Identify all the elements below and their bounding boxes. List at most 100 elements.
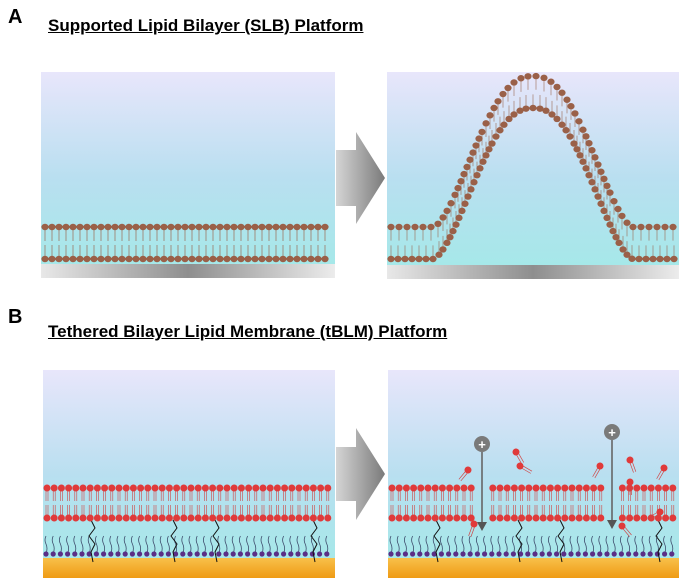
lipid-headgroup <box>504 84 512 92</box>
lipid-headgroup <box>606 221 614 228</box>
lipid-headgroup <box>642 255 650 263</box>
lipid-headgroup <box>387 223 395 231</box>
lipid-headgroup <box>653 223 661 231</box>
lipid-headgroup <box>209 223 217 231</box>
lipid-headgroup <box>180 484 188 492</box>
lipid-headgroup <box>209 514 217 522</box>
lipid-headgroup <box>446 514 454 522</box>
tether-anchor <box>79 551 85 557</box>
tether-anchor <box>590 551 596 557</box>
lipid-headgroup <box>457 178 465 185</box>
lipid-headgroup <box>503 484 511 492</box>
lipid-headgroup <box>640 484 648 492</box>
tether-anchor <box>647 551 653 557</box>
lipid-headgroup <box>165 484 173 492</box>
lipid-headgroup <box>401 255 409 263</box>
lipid-headgroup <box>585 171 593 179</box>
free-lipid <box>626 456 637 473</box>
lipid-headgroup <box>118 223 126 231</box>
flat-lipid-bilayer <box>41 223 329 263</box>
lipid-headgroup <box>662 514 670 522</box>
tether-anchor <box>281 551 287 557</box>
liquid-region <box>43 370 335 560</box>
tether-anchor <box>252 551 258 557</box>
lipid-headgroup <box>455 214 463 222</box>
lipid-headgroup <box>447 200 455 207</box>
lipid-headgroup <box>132 255 140 263</box>
tether-anchor <box>201 551 207 557</box>
lipid-headgroup <box>489 484 497 492</box>
lipid-headgroup <box>594 193 602 200</box>
lipid-headgroup <box>669 223 677 231</box>
lipid-headgroup <box>314 223 322 231</box>
tether-anchor <box>510 551 516 557</box>
lipid-headgroup <box>300 255 308 263</box>
lipid-headgroup <box>532 72 540 80</box>
lipid-headgroup <box>443 207 451 215</box>
lipid-headgroup <box>494 98 502 105</box>
lipid-headgroup <box>629 223 637 231</box>
lipid-headgroup <box>181 223 189 231</box>
lipid-headgroup <box>606 189 614 196</box>
lipid-headgroup <box>153 223 161 231</box>
tether-anchor <box>72 551 78 557</box>
liquid-region <box>388 370 679 560</box>
lipid-headgroup <box>635 255 643 263</box>
lipid-headgroup <box>612 233 620 241</box>
lipid-headgroup <box>485 146 493 153</box>
lipid-headgroup <box>460 170 468 178</box>
lipid-headgroup <box>463 163 471 171</box>
lipid-headgroup <box>108 484 116 492</box>
lipid-headgroup <box>438 514 446 522</box>
cation-icon: + <box>474 436 490 452</box>
tether-anchor <box>503 551 509 557</box>
tether-anchor <box>129 551 135 557</box>
lipid-headgroup <box>467 186 475 193</box>
free-lipid <box>626 478 634 495</box>
lipid-headgroup <box>582 133 590 140</box>
lipid-headgroup <box>422 255 430 263</box>
lipid-headgroup <box>43 484 51 492</box>
lipid-headgroup <box>496 484 504 492</box>
lipid-headgroup <box>202 223 210 231</box>
lipid-headgroup <box>554 514 562 522</box>
tblm-ion-flux-scene: + + <box>388 370 679 578</box>
lipid-headgroup <box>223 255 231 263</box>
lipid-headgroup <box>273 514 281 522</box>
tether-anchor <box>50 551 56 557</box>
tether-anchor <box>180 551 186 557</box>
lipid-headgroup <box>139 255 147 263</box>
tether-linker <box>655 519 663 563</box>
lipid-headgroup <box>41 223 49 231</box>
lipid-headgroup <box>118 255 126 263</box>
lipid-headgroup <box>571 110 579 117</box>
cation-icon: + <box>604 424 620 440</box>
lipid-headgroup <box>573 146 581 153</box>
lipid-headgroup <box>525 484 533 492</box>
lipid-headgroup <box>160 223 168 231</box>
lipid-headgroup <box>532 514 540 522</box>
lipid-headgroup <box>129 514 137 522</box>
tether-anchor <box>546 551 553 557</box>
lipid-headgroup <box>258 223 266 231</box>
lipid-headgroup <box>662 484 670 492</box>
lipid-headgroup <box>496 127 504 134</box>
lipid-headgroup <box>146 255 154 263</box>
lipid-headgroup <box>546 484 554 492</box>
lipid-headgroup <box>417 484 425 492</box>
lipid-headgroup <box>321 255 329 263</box>
lipid-headgroup <box>654 484 662 492</box>
lipid-headgroup <box>492 133 500 140</box>
lipid-headgroup <box>669 514 677 522</box>
lipid-headgroup <box>167 255 175 263</box>
tether-anchor <box>568 551 574 557</box>
lipid-headgroup <box>623 251 631 258</box>
lipid-headgroup <box>167 223 175 231</box>
lipid-headgroup <box>609 227 617 235</box>
lipid-headgroup <box>600 175 608 183</box>
lipid-headgroup <box>618 514 626 522</box>
tether-linker <box>88 519 96 563</box>
lipid-headgroup <box>387 255 395 263</box>
free-lipid <box>592 462 604 479</box>
lipid-headgroup <box>266 484 274 492</box>
